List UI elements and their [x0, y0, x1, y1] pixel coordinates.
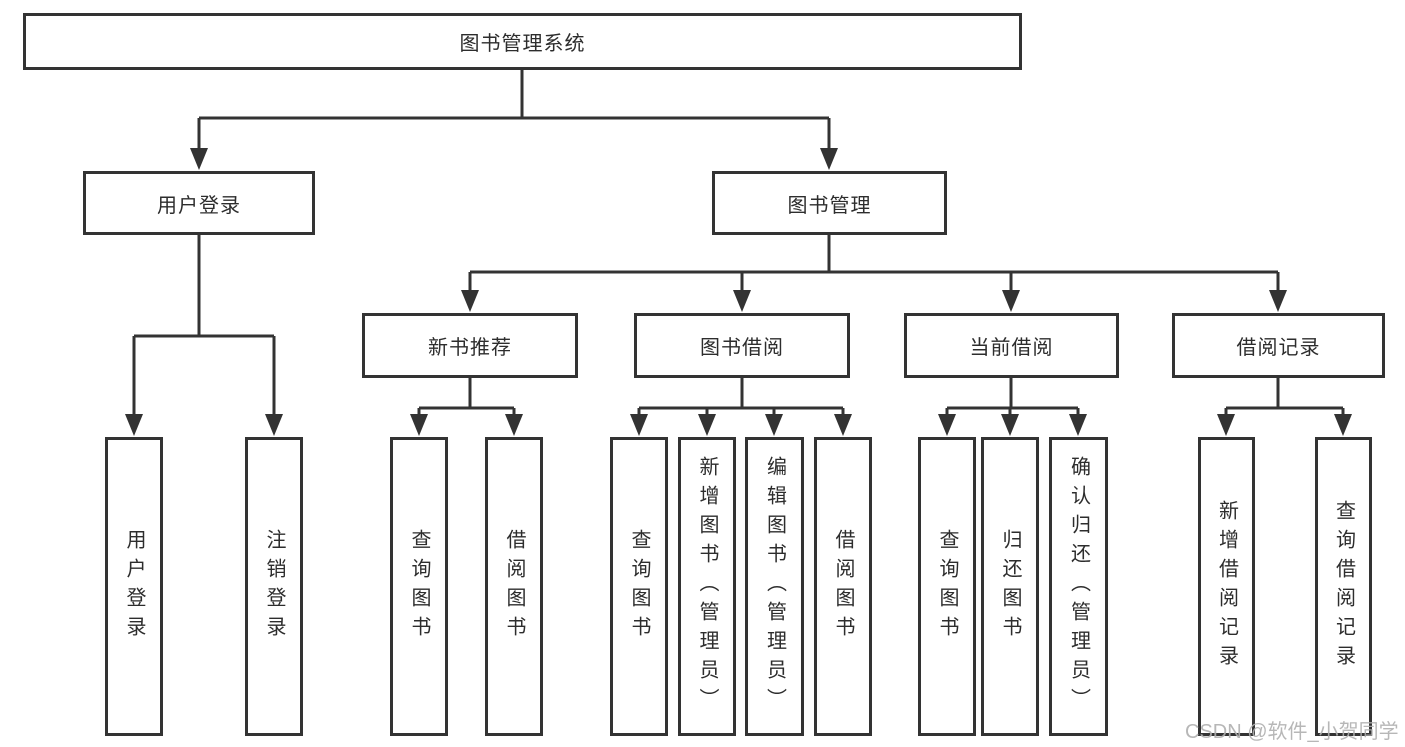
leaf-newbooks-borrow-books: 借阅图书: [485, 437, 543, 736]
leaf-records-query-record-label: 查询借阅记录: [1332, 499, 1355, 674]
leaf-borrow-borrow-books: 借阅图书: [814, 437, 872, 736]
leaf-current-confirm-return-admin: 确认归还（管理员）: [1049, 437, 1108, 736]
leaf-borrow-add-books-admin: 新增图书（管理员）: [678, 437, 736, 736]
leaf-records-add-record-label: 新增借阅记录: [1215, 499, 1238, 674]
leaf-borrow-add-books-admin-label: 新增图书（管理员）: [696, 456, 718, 717]
node-book-management: 图书管理: [712, 171, 947, 235]
leaf-records-add-record: 新增借阅记录: [1198, 437, 1255, 736]
leaf-borrow-query-books-label: 查询图书: [628, 528, 650, 645]
leaf-logout-login: 注销登录: [245, 437, 303, 736]
leaf-borrow-query-books: 查询图书: [610, 437, 668, 736]
leaf-current-return-books-label: 归还图书: [999, 528, 1021, 645]
node-root-label: 图书管理系统: [459, 33, 586, 55]
node-new-book-recommend: 新书推荐: [362, 313, 578, 378]
leaf-current-confirm-return-admin-label: 确认归还（管理员）: [1067, 456, 1090, 717]
node-book-borrow: 图书借阅: [634, 313, 850, 378]
leaf-current-query-books-label: 查询图书: [936, 528, 958, 645]
leaf-current-return-books: 归还图书: [981, 437, 1039, 736]
node-borrow-records: 借阅记录: [1172, 313, 1385, 378]
leaf-logout-login-label: 注销登录: [263, 528, 285, 645]
node-current-borrow: 当前借阅: [904, 313, 1119, 378]
node-root: 图书管理系统: [23, 13, 1022, 70]
node-new-book-recommend-label: 新书推荐: [428, 337, 512, 359]
leaf-newbooks-query-books-label: 查询图书: [408, 528, 430, 645]
node-book-borrow-label: 图书借阅: [700, 337, 784, 359]
arrowheads: [125, 148, 1352, 436]
node-user-login-label: 用户登录: [157, 194, 241, 217]
node-user-login: 用户登录: [83, 171, 315, 235]
leaf-user-login: 用户登录: [105, 437, 163, 736]
leaf-newbooks-borrow-books-label: 借阅图书: [503, 528, 525, 645]
node-borrow-records-label: 借阅记录: [1236, 337, 1321, 359]
leaf-newbooks-query-books: 查询图书: [390, 437, 448, 736]
node-current-borrow-label: 当前借阅: [969, 337, 1054, 359]
leaf-records-query-record: 查询借阅记录: [1315, 437, 1372, 736]
node-book-management-label: 图书管理: [787, 194, 872, 217]
leaf-borrow-borrow-books-label: 借阅图书: [832, 528, 854, 645]
leaf-current-query-books: 查询图书: [918, 437, 976, 736]
csdn-watermark: CSDN @软件_小贺同学: [1185, 721, 1399, 743]
leaf-borrow-edit-books-admin: 编辑图书（管理员）: [745, 437, 804, 736]
leaf-user-login-label: 用户登录: [123, 528, 145, 645]
leaf-borrow-edit-books-admin-label: 编辑图书（管理员）: [763, 456, 786, 717]
